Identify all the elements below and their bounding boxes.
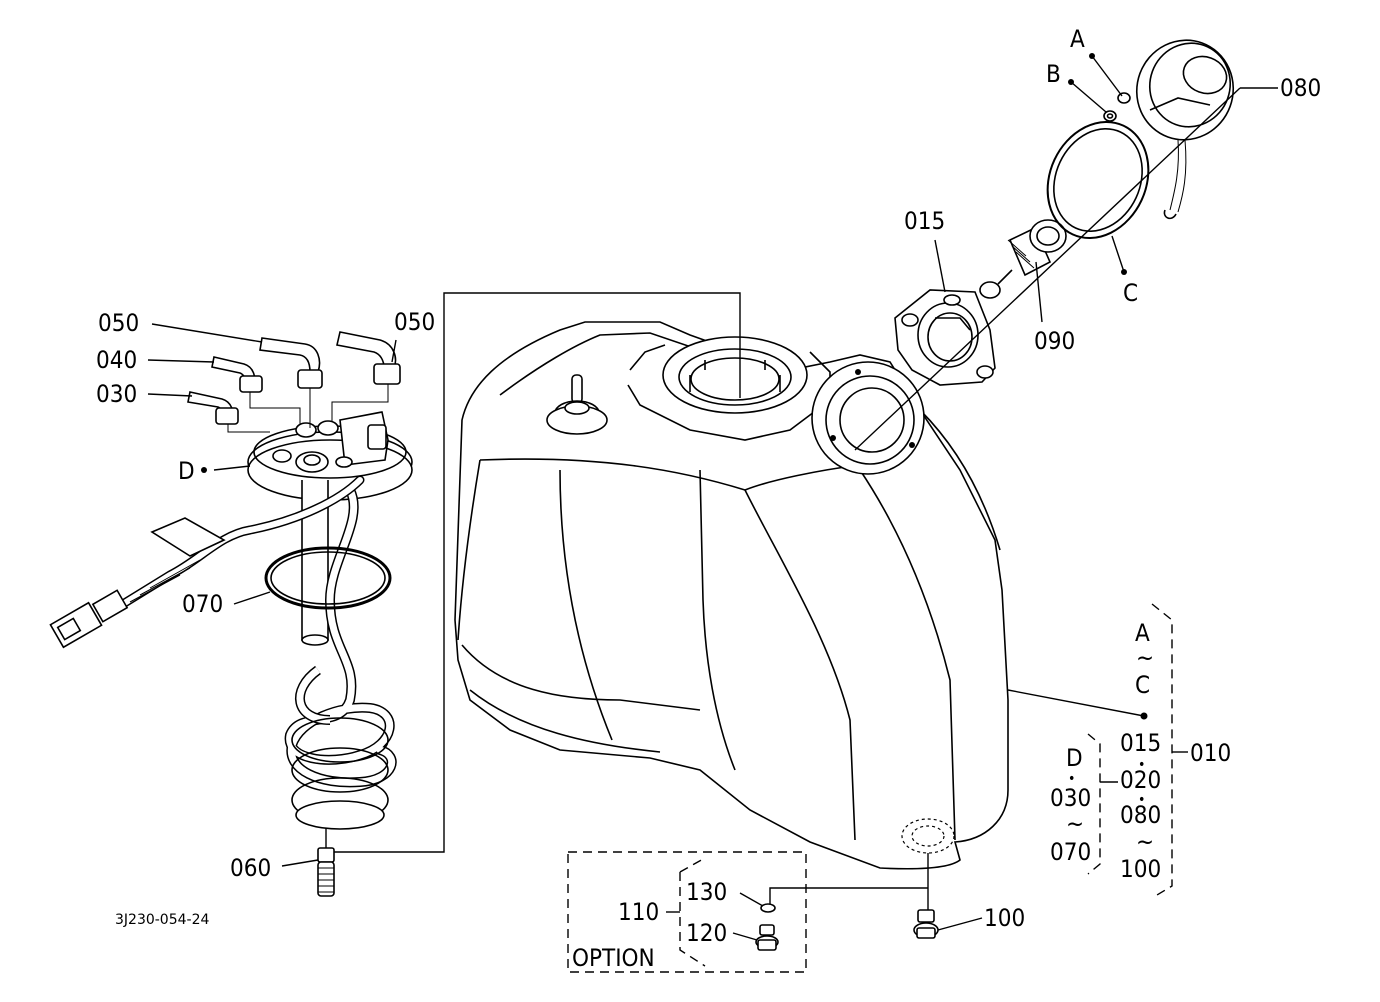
range-brackets — [1007, 603, 1188, 899]
filler-collar-015 — [894, 289, 996, 386]
fitting-050-left — [259, 337, 323, 389]
washer-b — [1103, 110, 1117, 122]
tree-100: 100 — [1120, 855, 1161, 883]
callout-050-right: 050 — [394, 308, 435, 336]
tree-dot-015: • — [1138, 757, 1145, 773]
drain-plug-120 — [755, 924, 779, 951]
callout-d: D — [178, 457, 195, 485]
drawing-id: 3J230-054-24 — [115, 912, 209, 928]
tree-070: 070 — [1050, 838, 1091, 866]
callout-a-top: A — [1070, 25, 1085, 53]
pump-leader-frame — [330, 292, 741, 853]
tree-010: 010 — [1190, 739, 1231, 767]
tree-dot-d: • — [1068, 771, 1075, 787]
callout-070: 070 — [182, 590, 223, 618]
callout-120: 120 — [686, 919, 727, 947]
callout-090: 090 — [1034, 327, 1075, 355]
screw-a — [1117, 92, 1131, 104]
tree-dot-020: • — [1138, 792, 1145, 808]
filler-strainer-090 — [979, 219, 1067, 299]
fuel-tank-body — [454, 321, 1009, 870]
drain-boss — [901, 818, 955, 854]
tree-015: 015 — [1120, 729, 1161, 757]
filler-neck-mount — [811, 361, 925, 475]
vent-nipple — [546, 374, 608, 435]
fitting-030 — [187, 391, 239, 425]
callout-015-top: 015 — [904, 207, 945, 235]
option-box — [567, 851, 807, 973]
callout-b-top: B — [1046, 60, 1061, 88]
fuel-cap-080 — [1135, 39, 1235, 220]
tree-080: 080 — [1120, 801, 1161, 829]
tree-letter-d: D — [1066, 744, 1083, 772]
fitting-050-right — [336, 331, 401, 385]
callout-080-top: 080 — [1280, 74, 1321, 102]
callout-110: 110 — [618, 898, 659, 926]
leader-lines — [147, 55, 1278, 941]
callout-040: 040 — [96, 346, 137, 374]
filler-centerline — [854, 87, 1241, 451]
tree-030: 030 — [1050, 784, 1091, 812]
option-label: OPTION — [572, 944, 655, 972]
o-ring-130 — [760, 903, 776, 913]
fuel-pump-unit — [49, 411, 413, 830]
fitting-040 — [211, 356, 263, 393]
o-ring-070 — [264, 546, 392, 610]
callout-c-top: C — [1123, 279, 1138, 307]
drain-plug-100 — [913, 909, 939, 939]
callout-100: 100 — [984, 904, 1025, 932]
tree-020: 020 — [1120, 766, 1161, 794]
cap-gasket-ring — [1046, 120, 1150, 240]
tree-tilde-ac: ~ — [1136, 644, 1154, 672]
callout-060: 060 — [230, 854, 271, 882]
callout-030: 030 — [96, 380, 137, 408]
tree-tilde-080-100: ~ — [1136, 828, 1154, 856]
tree-tilde-030-070: ~ — [1066, 810, 1084, 838]
callout-050-left: 050 — [98, 309, 139, 337]
tree-letter-a: A — [1135, 619, 1150, 647]
callout-130: 130 — [686, 878, 727, 906]
strainer-060 — [317, 828, 335, 897]
tree-letter-c: C — [1135, 671, 1150, 699]
